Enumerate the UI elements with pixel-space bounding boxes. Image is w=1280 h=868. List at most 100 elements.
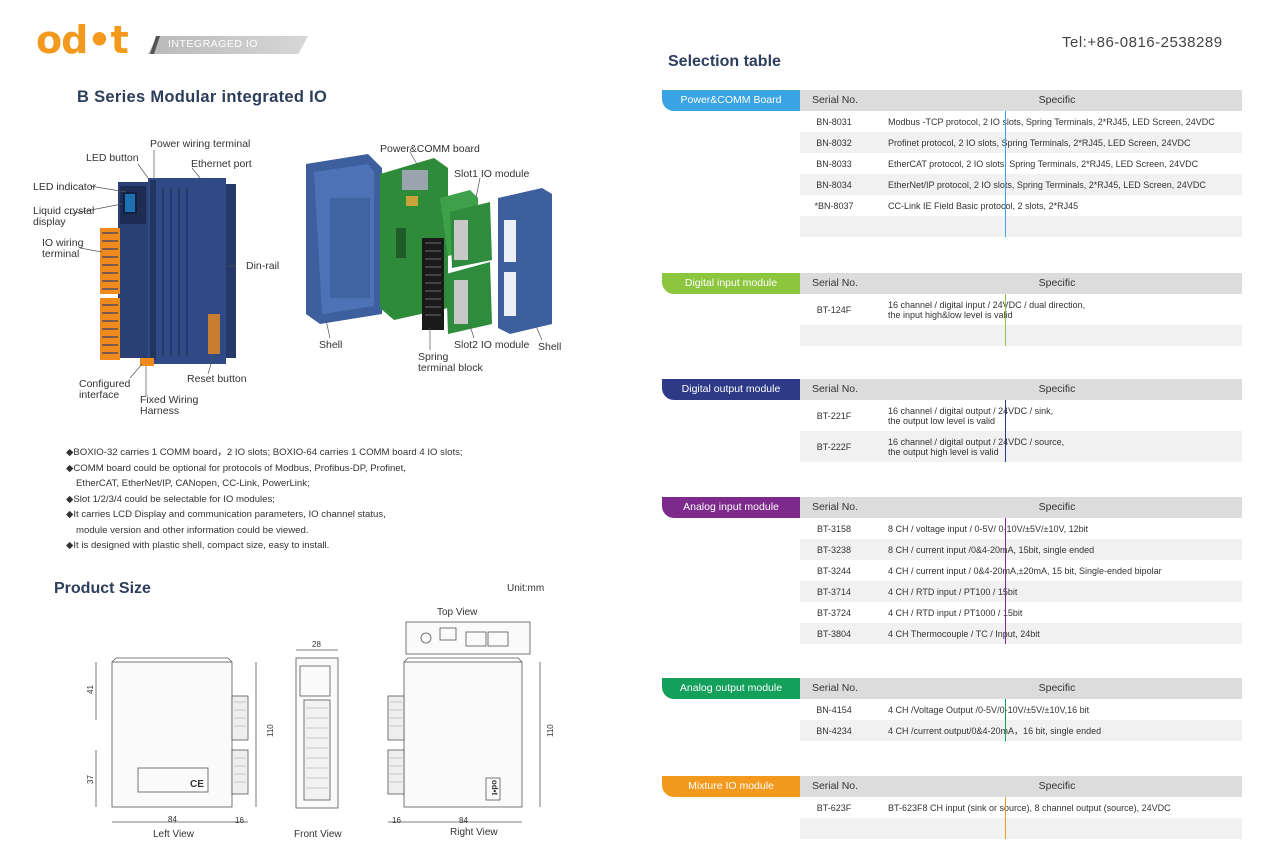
side-brand-label: od•t [490, 779, 500, 796]
spec-header: Specific [1038, 383, 1076, 395]
spec-cell: 4 CH / RTD input / PT1000 / 15bit [888, 607, 1023, 618]
ce-mark: CE [190, 779, 204, 790]
serial-cell: BN-8031 [816, 116, 852, 127]
callout-reset-button: Reset button [187, 373, 247, 385]
serial-cell: BN-4154 [816, 704, 852, 715]
dim-84-left: 84 [168, 815, 177, 824]
spec-cell: BT-623F8 CH input (sink or source), 8 ch… [888, 802, 1171, 813]
header-band [800, 497, 1242, 518]
dim-16-left: 16 [235, 816, 244, 825]
section-header: Digital input module Serial No. Specific [662, 273, 1242, 294]
spec-header: Specific [1038, 277, 1076, 289]
callout-led-indicator: LED indicator [33, 181, 97, 193]
spec-cell: 8 CH / current input /0&4-20mA, 15bit, s… [888, 544, 1095, 555]
serial-cell: BN-8032 [816, 137, 852, 148]
column-divider [1005, 699, 1006, 741]
callout-spring-1: Spring [418, 351, 449, 363]
dim-28: 28 [312, 640, 321, 649]
serial-cell: BT-3158 [816, 523, 852, 534]
company-logo: od•t [36, 21, 129, 59]
section-tab: Analog output module [662, 678, 800, 699]
callout-lcd-1: Liquid crystal [33, 205, 95, 217]
callout-slot2: Slot2 IO module [454, 339, 530, 351]
callout-configured-1: Configured [79, 378, 131, 390]
front-view-label: Front View [294, 829, 342, 840]
serial-cell: BT-124F [816, 304, 852, 315]
serial-cell: BT-623F [816, 802, 852, 813]
dim-37: 37 [86, 775, 95, 784]
section-rows: BT-221F 16 channel / digital output / 24V… [800, 400, 1242, 462]
table-row: BN-8033 EtherCAT protocol, 2 IO slots, Sp… [800, 153, 1242, 174]
serial-cell: BN-8033 [816, 158, 852, 169]
section-tab: Digital input module [662, 273, 800, 294]
telephone: Tel:+86-0816-2538289 [1062, 34, 1223, 51]
section-rows: BT-623F BT-623F8 CH input (sink or source… [800, 797, 1242, 839]
serial-cell: BT-3804 [816, 628, 852, 639]
section-tab: Analog input module [662, 497, 800, 518]
spec-cell: 4 CH /Voltage Output /0-5V/0-10V/±5V/±10… [888, 704, 1090, 715]
dim-16-right: 16 [392, 816, 401, 825]
callout-led-button: LED button [86, 152, 139, 164]
spec-cell: CC-Link IE Field Basic protocol, 2 slots… [888, 200, 1079, 211]
spec-cell: 4 CH Thermocouple / TC / Input, 24bit [888, 628, 1040, 639]
serial-cell: BT-3714 [816, 586, 852, 597]
top-view-drawing [405, 621, 531, 655]
serial-cell: BT-3238 [816, 544, 852, 555]
callout-configured-2: interface [79, 389, 120, 401]
section-tab: Digital output module [662, 379, 800, 400]
feature-item: EtherCAT, EtherNet/IP, CANopen, CC-Link,… [76, 478, 310, 489]
feature-item: ◆Slot 1/2/3/4 could be selectable for IO… [66, 493, 275, 505]
callout-slot1: Slot1 IO module [454, 168, 530, 180]
serial-header: Serial No. [811, 277, 859, 289]
table-row: BN-8032 Profinet protocol, 2 IO slots, Sp… [800, 132, 1242, 153]
callout-shell-left: Shell [319, 339, 343, 351]
header-band [800, 379, 1242, 400]
section-tab: Power&COMM Board [662, 90, 800, 111]
feature-item: ◆It is designed with plastic shell, comp… [66, 540, 330, 551]
column-divider [1005, 111, 1006, 237]
spec-header: Specific [1038, 780, 1076, 792]
size-drawings [95, 621, 541, 823]
product-size-title: Product Size [54, 580, 151, 597]
serial-cell: BT-3244 [816, 565, 852, 576]
unit-label: Unit:mm [507, 583, 545, 594]
column-divider [1005, 400, 1006, 462]
left-view-drawing [95, 657, 257, 823]
spec-cell: EtherNet/IP protocol, 2 IO slots, Spring… [888, 179, 1206, 190]
section-rows: BN-4154 4 CH /Voltage Output /0-5V/0-10V/… [800, 699, 1242, 741]
serial-header: Serial No. [811, 94, 859, 106]
callout-lcd-2: display [33, 216, 66, 228]
top-view-label: Top View [437, 607, 478, 618]
dim-110-left: 110 [266, 724, 275, 737]
device-illustration: Power wiring terminal LED button Etherne… [30, 128, 600, 428]
main-title: B Series Modular integrated IO [77, 88, 328, 106]
table-row: BT-3238 8 CH / current input /0&4-20mA, 1… [800, 539, 1242, 560]
table-row [800, 216, 1242, 237]
serial-cell: BT-221F [816, 410, 852, 421]
spec-cell: Profinet protocol, 2 IO slots, Spring Te… [888, 137, 1191, 148]
header-band [800, 776, 1242, 797]
column-divider [1005, 797, 1006, 839]
callout-fixed-wiring-1: Fixed Wiring [140, 394, 199, 406]
right-view-drawing [387, 657, 541, 823]
spec-cell: 4 CH / current input / 0&4-20mA,±20mA, 1… [888, 565, 1162, 576]
table-row: BN-4154 4 CH /Voltage Output /0-5V/0-10V/… [800, 699, 1242, 720]
assembled-device [100, 178, 236, 366]
column-divider [1005, 294, 1006, 346]
table-row: BT-3804 4 CH Thermocouple / TC / Input, 2… [800, 623, 1242, 644]
table-row: BT-3244 4 CH / current input / 0&4-20mA,±… [800, 560, 1242, 581]
spec-header: Specific [1038, 501, 1076, 513]
section-tab: Mixture IO module [662, 776, 800, 797]
header-band [800, 273, 1242, 294]
spec-cell: EtherCAT protocol, 2 IO slots, Spring Te… [888, 158, 1199, 169]
spec-cell: 16 channel / digital output / 24VDC / so… [888, 436, 1065, 457]
